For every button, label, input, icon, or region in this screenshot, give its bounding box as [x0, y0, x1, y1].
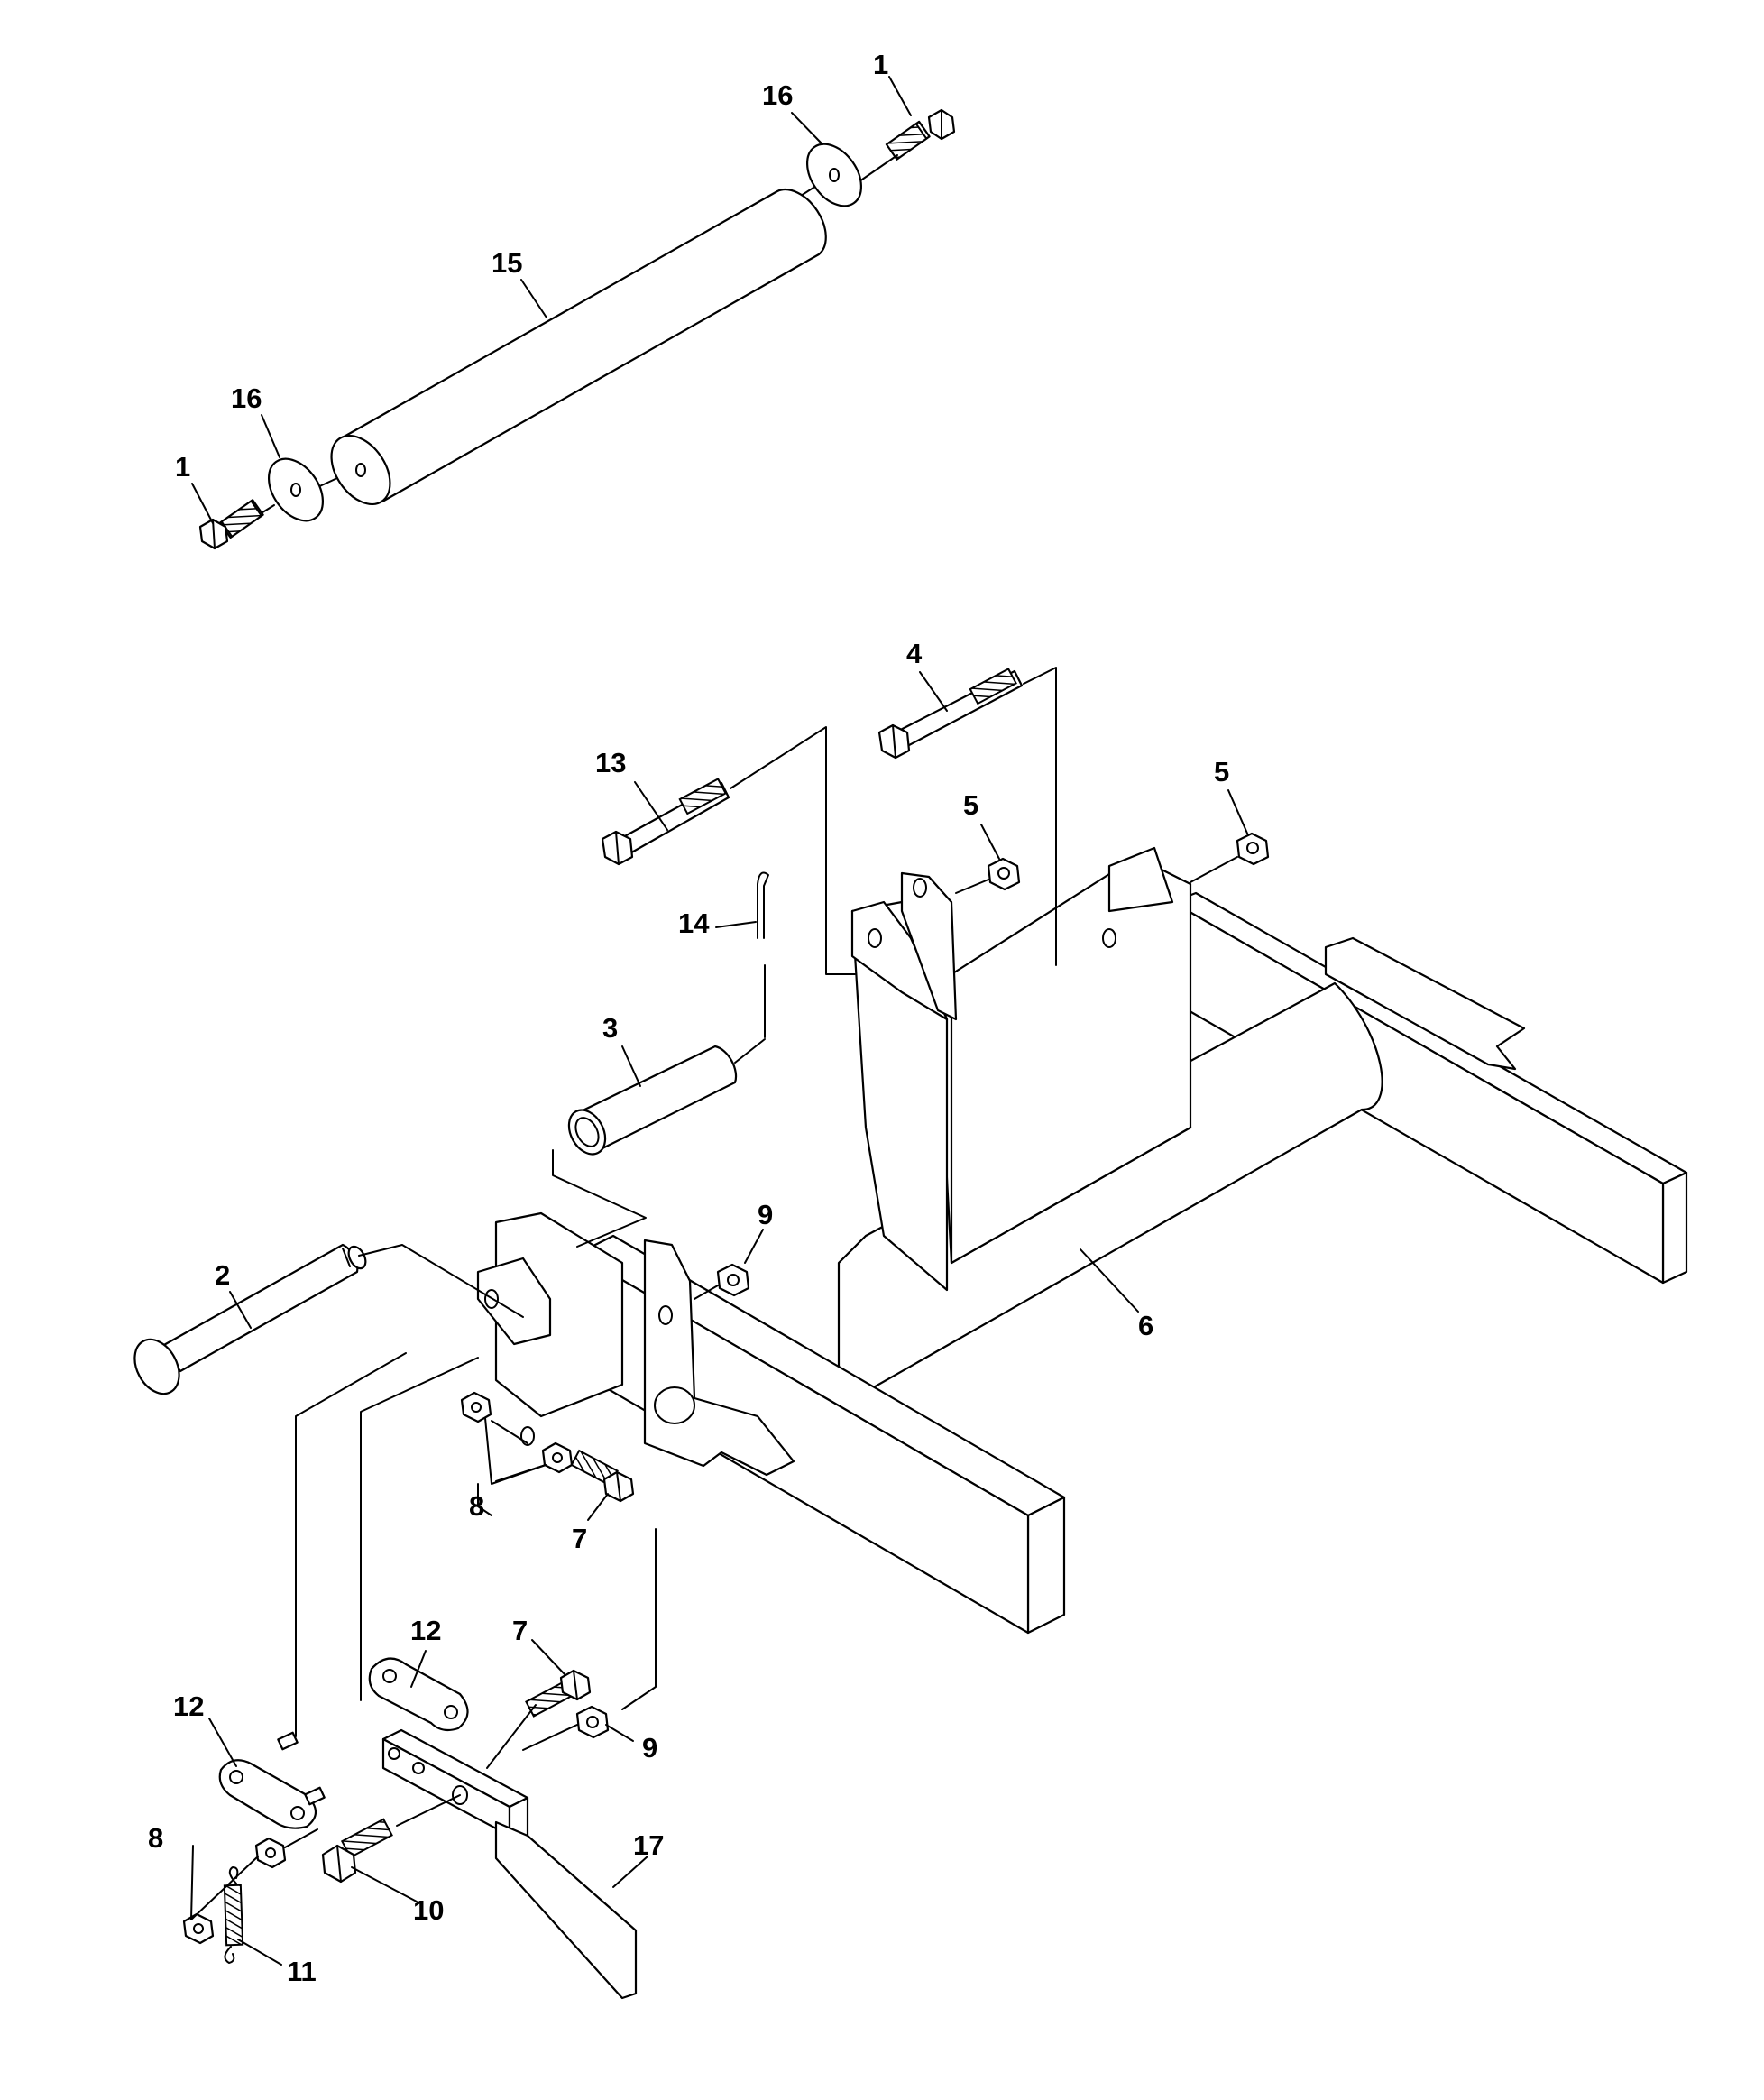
- nut-9-lower: [575, 1705, 610, 1739]
- cotter-pin-14: [757, 871, 769, 939]
- callout-8: 8: [469, 1490, 484, 1522]
- link-12-upper: [368, 1657, 469, 1732]
- callout-2: 2: [215, 1259, 230, 1291]
- main-tube-6: [837, 981, 1383, 1409]
- bracket-tab-right: [1107, 846, 1174, 913]
- main-frame: [476, 846, 1688, 1635]
- callout-12: 12: [173, 1690, 204, 1722]
- callout-15: 15: [492, 247, 522, 279]
- nut-8-upper-a: [460, 1391, 492, 1423]
- spring-11: [223, 1866, 244, 1964]
- callout-5: 5: [963, 789, 978, 821]
- leader-lines: [190, 76, 1249, 1966]
- bolt-10: [321, 1818, 393, 1884]
- bracket-tab-mid: [900, 871, 958, 1021]
- roller-assembly: [198, 108, 956, 550]
- nut-8-upper-b: [541, 1441, 574, 1474]
- callout-6: 6: [1138, 1310, 1153, 1341]
- callout-7: 7: [512, 1615, 528, 1646]
- pin-2: [133, 1243, 367, 1395]
- callouts: 1 16 15 16 1 4 13 5 5 14 3 9 2 6 8 7 12 …: [148, 49, 1229, 1987]
- callout-13: 13: [595, 747, 626, 778]
- nut-5-left: [987, 857, 1021, 891]
- pin-2-leader: [358, 1244, 524, 1318]
- nut-8-lower-a: [254, 1837, 287, 1869]
- callout-14: 14: [678, 907, 710, 939]
- upper-hardware: [552, 667, 1270, 1300]
- bushing-3: [567, 1045, 738, 1156]
- bolt-4: [877, 668, 1024, 760]
- callout-3: 3: [602, 1012, 618, 1044]
- callout-5: 5: [1214, 756, 1229, 788]
- bolt-7-lower: [525, 1669, 592, 1718]
- bolt-1-bottom: [198, 499, 264, 550]
- callout-17: 17: [633, 1829, 664, 1861]
- link-12-lower: [218, 1731, 326, 1829]
- callout-11: 11: [287, 1956, 317, 1987]
- callout-9: 9: [642, 1732, 657, 1764]
- callout-1: 1: [873, 49, 888, 80]
- callout-16: 16: [762, 79, 793, 111]
- callout-8: 8: [148, 1822, 163, 1854]
- callout-7: 7: [572, 1523, 587, 1554]
- callout-1: 1: [175, 451, 190, 483]
- callout-10: 10: [413, 1894, 444, 1926]
- nut-8-lower-b: [182, 1912, 215, 1945]
- bolt-13: [601, 778, 730, 866]
- callout-9: 9: [758, 1199, 773, 1230]
- callout-4: 4: [906, 638, 923, 669]
- roller-15: [330, 189, 827, 506]
- callout-12: 12: [410, 1615, 441, 1646]
- arm-17: [381, 1728, 638, 2000]
- nut-9-upper: [716, 1263, 750, 1297]
- washer-16-top: [805, 143, 863, 207]
- bolt-7-upper: [570, 1449, 635, 1503]
- washer-16-bottom: [267, 457, 325, 522]
- bolt-1-top: [885, 108, 956, 161]
- nut-5-right: [1236, 832, 1270, 866]
- callout-16: 16: [231, 382, 262, 414]
